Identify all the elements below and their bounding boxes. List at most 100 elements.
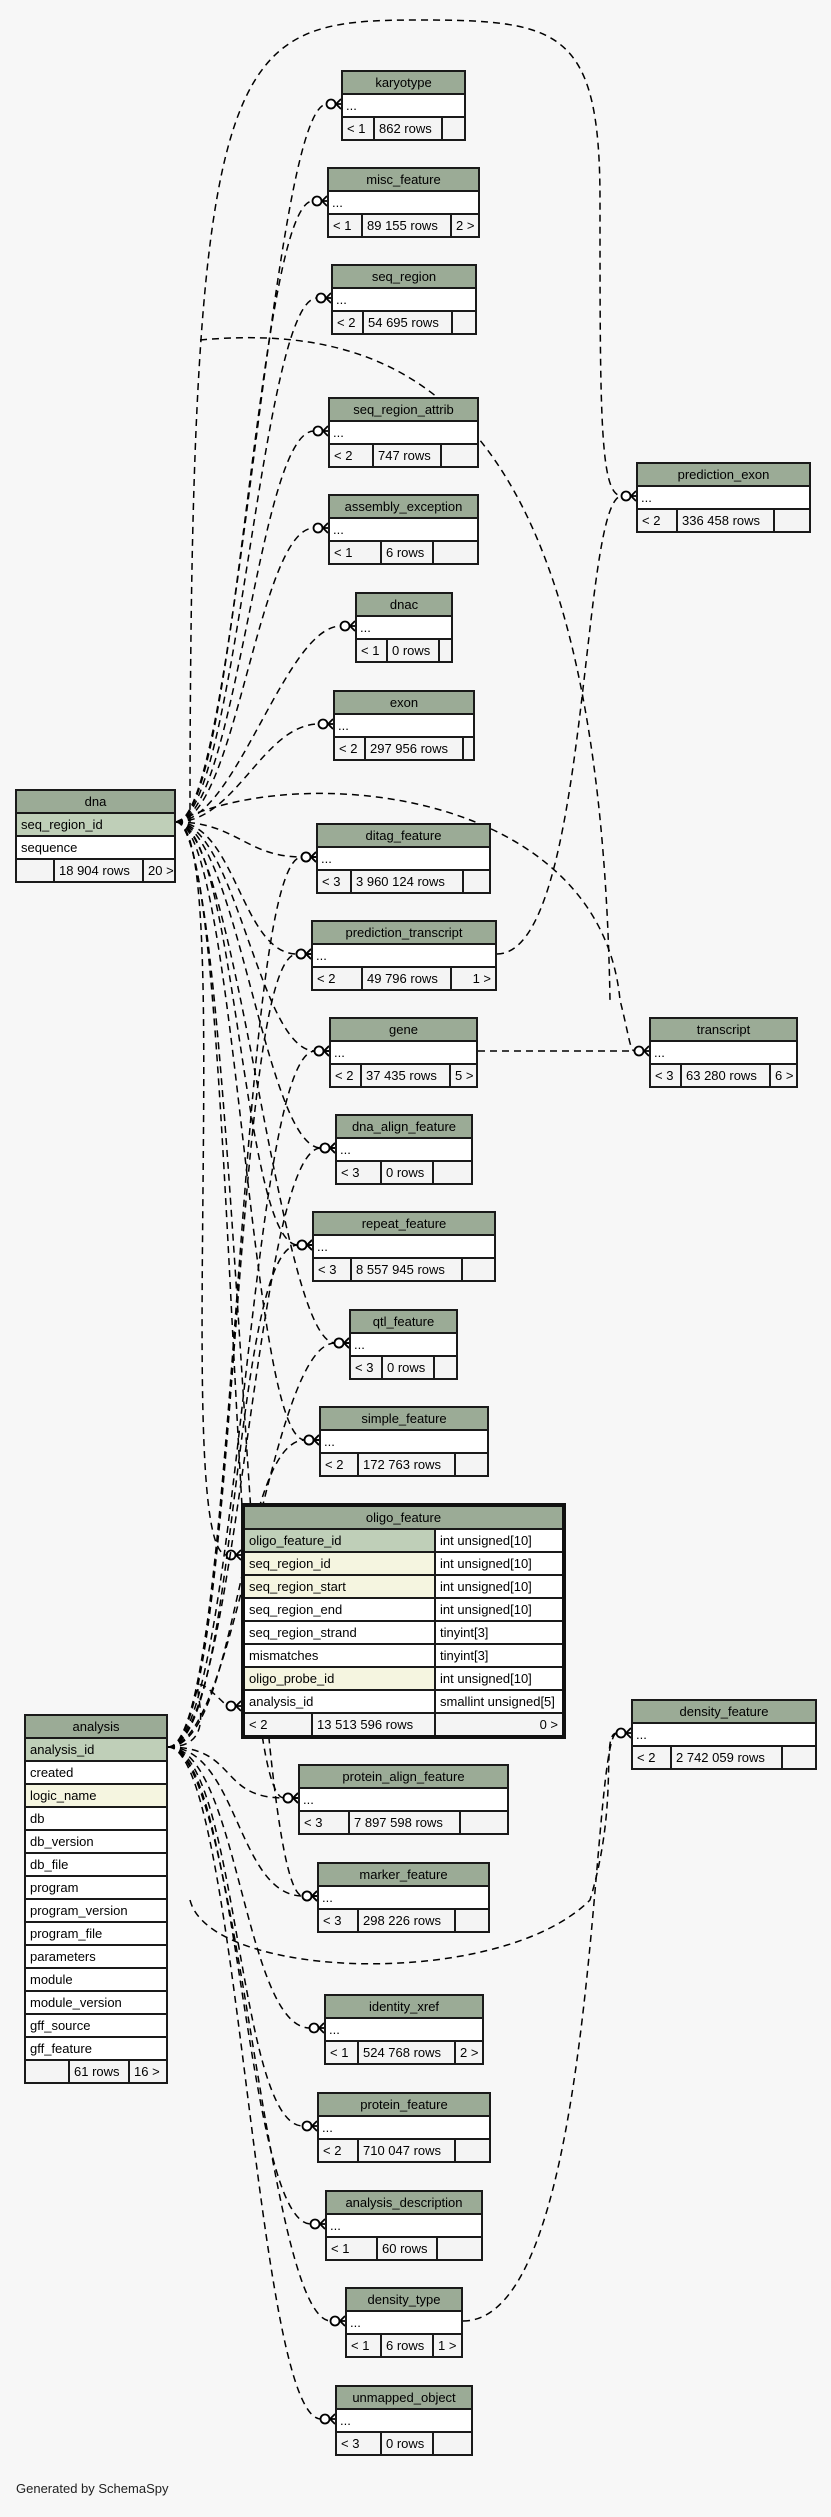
children-count[interactable] — [440, 445, 477, 466]
column-name[interactable]: seq_region_strand — [249, 1625, 357, 1640]
children-count[interactable]: 1 > — [432, 2335, 461, 2356]
table-name[interactable]: repeat_feature — [314, 1213, 494, 1236]
column-name[interactable]: analysis_id — [26, 1739, 166, 1760]
column-name[interactable]: db_version — [30, 1834, 94, 1849]
table-name[interactable]: gene — [331, 1019, 476, 1042]
column-name[interactable]: seq_region_id — [245, 1553, 434, 1574]
column-name[interactable]: module_version — [30, 1995, 122, 2010]
table-name[interactable]: dna — [17, 791, 174, 814]
table-name[interactable]: density_type — [347, 2289, 461, 2312]
children-count[interactable]: 1 > — [450, 968, 495, 989]
children-count[interactable]: 16 > — [128, 2061, 166, 2082]
column-name[interactable]: logic_name — [26, 1785, 166, 1806]
parents-count[interactable]: < 2 — [335, 1068, 354, 1083]
children-count[interactable] — [773, 510, 809, 531]
table-name[interactable]: protein_align_feature — [300, 1766, 507, 1789]
table-name[interactable]: protein_feature — [319, 2094, 489, 2117]
table-name[interactable]: analysis — [26, 1716, 166, 1739]
parents-count[interactable]: < 2 — [637, 1750, 656, 1765]
parents-count[interactable]: < 3 — [318, 1262, 337, 1277]
table-name[interactable]: seq_region_attrib — [330, 399, 477, 422]
children-count[interactable] — [454, 1910, 488, 1931]
parents-count[interactable]: < 1 — [334, 545, 353, 560]
children-count[interactable] — [433, 1357, 456, 1378]
column-name[interactable]: program — [30, 1880, 79, 1895]
parents-count[interactable] — [26, 2061, 68, 2082]
column-name[interactable]: program_file — [30, 1926, 103, 1941]
table-name[interactable]: oligo_feature — [245, 1507, 562, 1530]
table-name[interactable]: dna_align_feature — [337, 1116, 471, 1139]
parents-count[interactable]: < 2 — [249, 1717, 268, 1732]
column-name[interactable]: db — [30, 1811, 45, 1826]
children-count[interactable]: 20 > — [142, 860, 174, 881]
children-count[interactable] — [781, 1747, 815, 1768]
table-name[interactable]: transcript — [651, 1019, 796, 1042]
parents-count[interactable]: < 3 — [323, 1913, 342, 1928]
children-count[interactable] — [459, 1812, 507, 1833]
children-count[interactable] — [454, 1454, 487, 1475]
column-name[interactable]: program_version — [30, 1903, 128, 1918]
parents-count[interactable]: < 2 — [323, 2143, 342, 2158]
children-count[interactable] — [436, 2238, 481, 2259]
parents-count[interactable]: < 3 — [341, 2436, 360, 2451]
children-count[interactable]: 2 > — [454, 2042, 482, 2063]
parents-count[interactable]: < 2 — [642, 513, 661, 528]
children-count[interactable] — [462, 871, 489, 892]
parents-count[interactable]: < 3 — [341, 1165, 360, 1180]
column-name[interactable]: seq_region_end — [249, 1602, 343, 1617]
table-name[interactable]: marker_feature — [319, 1864, 488, 1887]
children-count[interactable] — [432, 542, 477, 563]
column-name[interactable]: sequence — [21, 840, 78, 855]
column-name[interactable]: gff_feature — [30, 2041, 92, 2056]
table-name[interactable]: unmapped_object — [337, 2387, 471, 2410]
parents-count[interactable]: < 3 — [322, 874, 341, 889]
table-name[interactable]: assembly_exception — [330, 496, 477, 519]
children-count[interactable]: 5 > — [449, 1065, 476, 1086]
parents-count[interactable]: < 2 — [337, 315, 356, 330]
table-name[interactable]: simple_feature — [321, 1408, 487, 1431]
column-name[interactable]: oligo_probe_id — [245, 1668, 434, 1689]
table-name[interactable]: ditag_feature — [318, 825, 489, 848]
parents-count[interactable]: < 2 — [317, 971, 336, 986]
column-name[interactable]: oligo_feature_id — [245, 1530, 434, 1551]
children-count[interactable] — [441, 118, 464, 139]
table-name[interactable]: analysis_description — [327, 2192, 481, 2215]
parents-count[interactable]: < 1 — [331, 2241, 350, 2256]
children-count[interactable]: 6 > — [769, 1065, 796, 1086]
children-count[interactable] — [438, 640, 451, 661]
parents-count[interactable]: < 3 — [655, 1068, 674, 1083]
table-name[interactable]: misc_feature — [329, 169, 478, 192]
children-count[interactable] — [432, 2433, 471, 2454]
table-name[interactable]: density_feature — [633, 1701, 815, 1724]
children-count[interactable] — [454, 2140, 489, 2161]
table-name[interactable]: prediction_transcript — [313, 922, 495, 945]
column-name[interactable]: analysis_id — [249, 1694, 314, 1709]
parents-count[interactable]: < 3 — [355, 1360, 374, 1375]
table-name[interactable]: prediction_exon — [638, 464, 809, 487]
parents-count[interactable]: < 2 — [334, 448, 353, 463]
column-name[interactable]: module — [30, 1972, 73, 1987]
parents-count[interactable]: < 1 — [361, 643, 380, 658]
children-count[interactable]: 2 > — [450, 215, 478, 236]
table-analysis[interactable]: analysis analysis_id created logic_name … — [24, 1714, 168, 2084]
table-name[interactable]: seq_region — [333, 266, 475, 289]
column-name[interactable]: mismatches — [249, 1648, 319, 1663]
